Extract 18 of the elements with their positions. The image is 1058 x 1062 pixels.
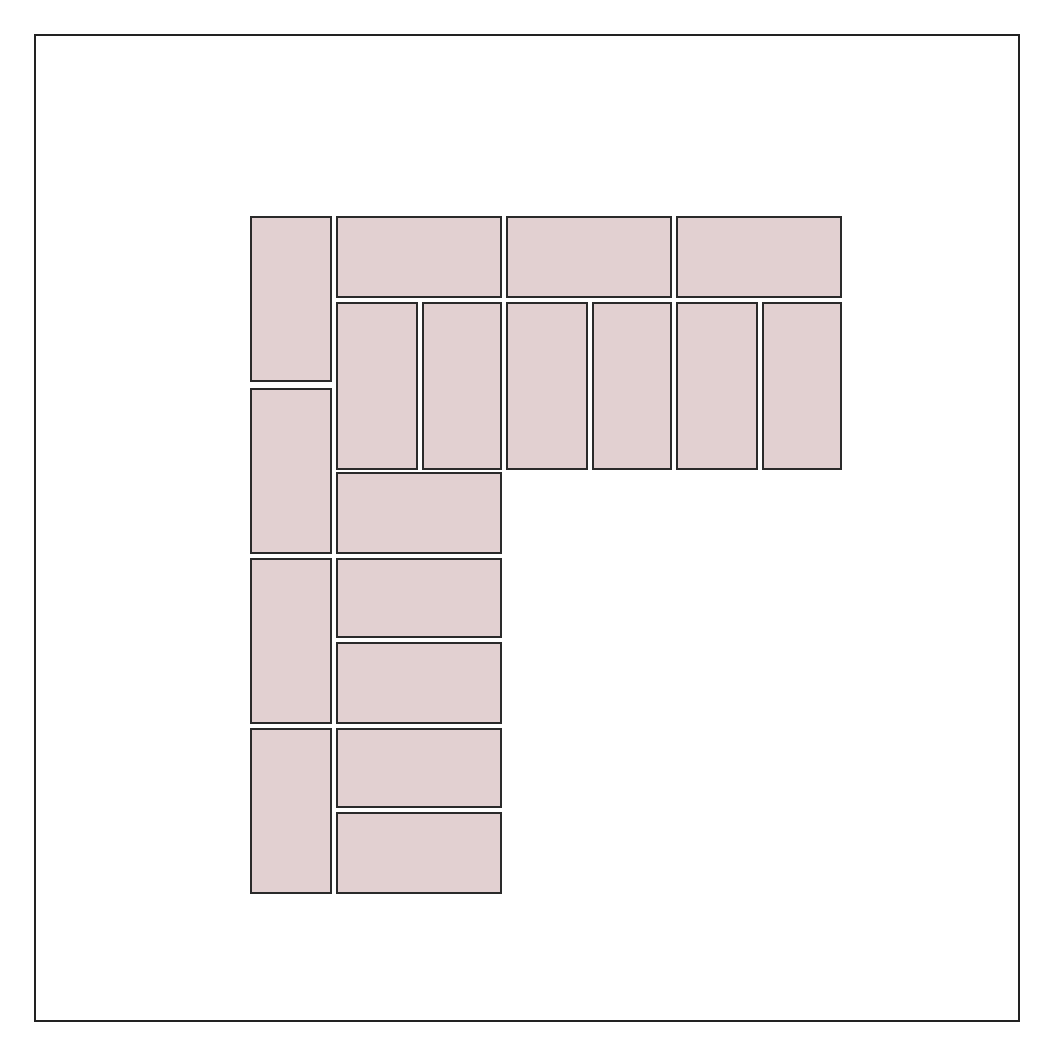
tile [336,812,502,894]
tile [336,642,502,724]
tile [250,558,332,724]
tile [506,216,672,298]
tile [250,388,332,554]
tile [336,728,502,808]
tile [676,216,842,298]
tile [250,728,332,894]
tile [336,302,418,470]
tile [592,302,672,470]
tile [762,302,842,470]
tile [336,558,502,638]
tile [422,302,502,470]
tile [676,302,758,470]
tile [336,216,502,298]
tile [336,472,502,554]
tile [250,216,332,382]
tile [506,302,588,470]
